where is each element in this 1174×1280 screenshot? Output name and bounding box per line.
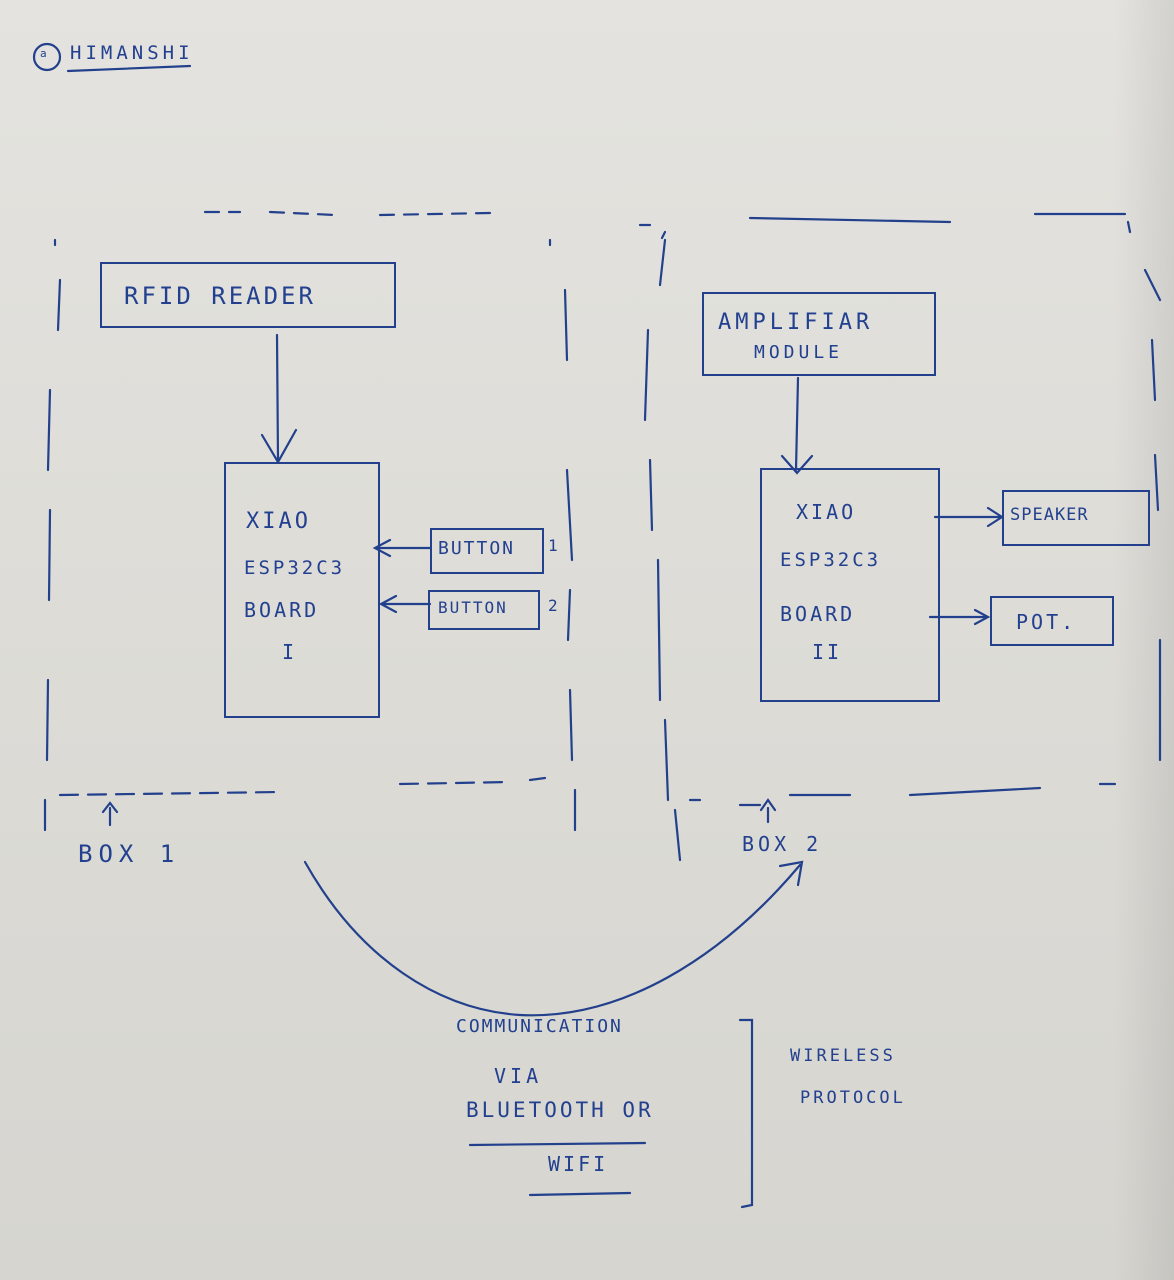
author-name: HIMANSHI (70, 42, 194, 64)
board2-line2: ESP32C3 (780, 549, 882, 571)
speaker-arrow (933, 506, 1005, 528)
author-circle (32, 42, 62, 72)
author-underline (66, 64, 192, 73)
rfid-reader-label: RFID READER (124, 282, 316, 310)
button1-arrow (372, 538, 432, 558)
amplifier-box: AMPLIFIAR MODULE (702, 292, 936, 376)
board1-line3: BOARD (244, 598, 320, 622)
box1-bottom-border (58, 776, 547, 797)
bluetooth-underline (468, 1141, 647, 1147)
board1-line2: ESP32C3 (244, 557, 346, 579)
author-mark: a (40, 47, 50, 60)
communication-arc (303, 860, 802, 1017)
board2-line1: XIAO (796, 500, 857, 524)
box1-pointer-arrow (101, 801, 119, 827)
board1-box: XIAO ESP32C3 BOARD I (224, 462, 380, 718)
box1-left-border (43, 238, 62, 832)
box2-label: BOX 2 (742, 832, 823, 856)
board1-index: I (282, 640, 298, 664)
board2-index: II (812, 640, 843, 664)
protocol-line1: WIRELESS (790, 1046, 896, 1066)
box1-label: BOX 1 (78, 840, 181, 868)
box2-left-border (643, 238, 682, 862)
communication-line4: WIFI (548, 1152, 609, 1176)
speaker-box: SPEAKER (1002, 490, 1150, 546)
board1-line1: XIAO (246, 509, 311, 534)
box2-right-border (1143, 268, 1162, 762)
speaker-label: SPEAKER (1010, 505, 1089, 525)
button2-suffix: 2 (548, 596, 561, 615)
button2-label: BUTTON (438, 598, 508, 617)
rfid-to-board-line (275, 333, 280, 462)
protocol-bracket (738, 1018, 754, 1209)
box1-top-border (203, 210, 492, 217)
communication-line1: COMMUNICATION (456, 1016, 623, 1037)
amplifier-to-board-line (794, 376, 800, 472)
button2-box: BUTTON (428, 590, 540, 630)
board2-box: XIAO ESP32C3 BOARD II (760, 468, 940, 702)
box2-bottom-border (688, 782, 1117, 807)
communication-line3: BLUETOOTH OR (466, 1098, 654, 1122)
protocol-line2: PROTOCOL (800, 1088, 906, 1108)
pot-label: POT. (1016, 610, 1077, 634)
button1-label: BUTTON (438, 538, 516, 559)
amplifier-to-board-arrowhead (780, 454, 814, 475)
pot-box: POT. (990, 596, 1114, 646)
button1-suffix: 1 (548, 536, 561, 555)
rfid-reader-box: RFID READER (100, 262, 396, 328)
amplifier-line1: AMPLIFIAR (718, 310, 874, 335)
amplifier-line2: MODULE (754, 342, 844, 363)
communication-line2: VIA (494, 1064, 543, 1088)
button1-box: BUTTON (430, 528, 544, 574)
box1-right-border (548, 238, 577, 832)
board2-line3: BOARD (780, 602, 856, 626)
communication-arc-arrowhead (778, 860, 804, 887)
wifi-underline (528, 1191, 632, 1197)
box2-top-border (638, 212, 1132, 240)
box2-pointer-arrow (759, 798, 777, 824)
button2-arrow (378, 594, 432, 614)
